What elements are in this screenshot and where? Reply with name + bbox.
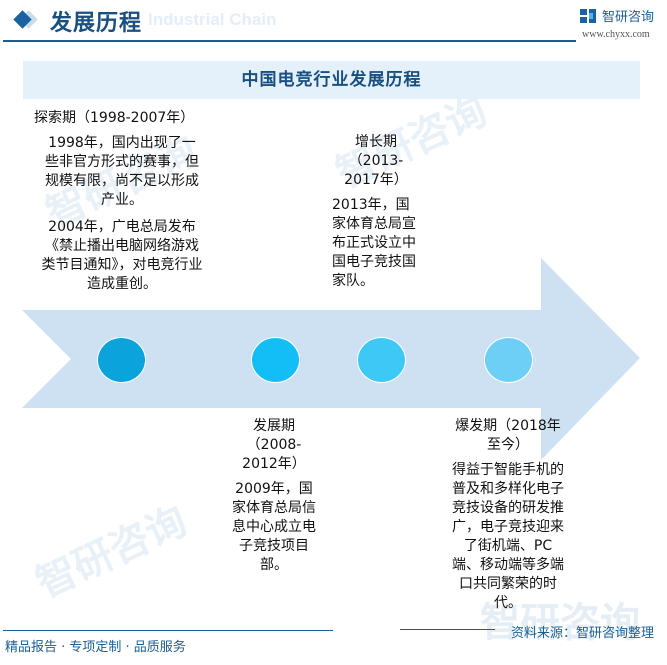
stage-period: 爆发期（2018年至今）	[455, 418, 561, 453]
footer-tagline: 精品报告 · 专项定制 · 品质服务	[5, 640, 186, 655]
timeline-dot-explosion	[484, 337, 533, 383]
brand-name: 智研咨询	[602, 10, 655, 25]
header-divider	[3, 40, 576, 42]
stage-description: 2004年，广电总局发布《禁止播出电脑网络游戏类节目通知》，对电竞行业造成重创。	[41, 219, 203, 292]
stage-description: 2013年，国家体育总局宣布正式设立中国电子竞技国家队。	[332, 197, 416, 289]
timeline-dot-growth	[357, 337, 406, 383]
stage-period: 探索期（1998-2007年）	[34, 110, 195, 126]
data-source: 资料来源：智研咨询整理	[511, 626, 655, 641]
stage-description: 2009年，国家体育总局信息中心成立电子竞技项目部。	[232, 481, 316, 573]
brand-logo-icon	[580, 8, 596, 23]
stage-explosion: 爆发期（2018年至今） 得益于智能手机的普及和多样化电子竞技设备的研发推广，电…	[449, 417, 567, 613]
timeline-dot-exploration	[97, 337, 146, 383]
footer-divider	[400, 629, 495, 630]
timeline-dot-development	[251, 337, 300, 383]
chart-title: 中国电竞行业发展历程	[241, 70, 422, 90]
stage-description: 得益于智能手机的普及和多样化电子竞技设备的研发推广，电子竞技迎来了街机端、PC端…	[452, 462, 564, 611]
chart-title-banner: 中国电竞行业发展历程	[23, 61, 640, 99]
stage-period: 发展期（2008-2012年）	[242, 418, 306, 472]
footer-divider	[3, 630, 333, 631]
page-title: 发展历程	[50, 10, 143, 36]
stage-period: 增长期（2013-2017年）	[344, 134, 408, 188]
brand: 智研咨询	[580, 6, 654, 25]
stage-exploration: 探索期（1998-2007年） 1998年，国内出现了一些非官方形式的赛事，但规…	[32, 109, 212, 294]
header: Industrial Chain 发展历程 智研咨询 www.chyxx.com	[0, 0, 667, 44]
brand-url: www.chyxx.com	[582, 29, 650, 40]
stage-development: 发展期（2008-2012年） 2009年，国家体育总局信息中心成立电子竞技项目…	[232, 417, 316, 575]
header-ghost-text: Industrial Chain	[148, 10, 277, 29]
stage-description: 1998年，国内出现了一些非官方形式的赛事，但规模有限，尚不足以形成产业。	[45, 135, 199, 208]
stage-growth: 增长期（2013-2017年） 2013年，国家体育总局宣布正式设立中国电子竞技…	[332, 133, 420, 291]
